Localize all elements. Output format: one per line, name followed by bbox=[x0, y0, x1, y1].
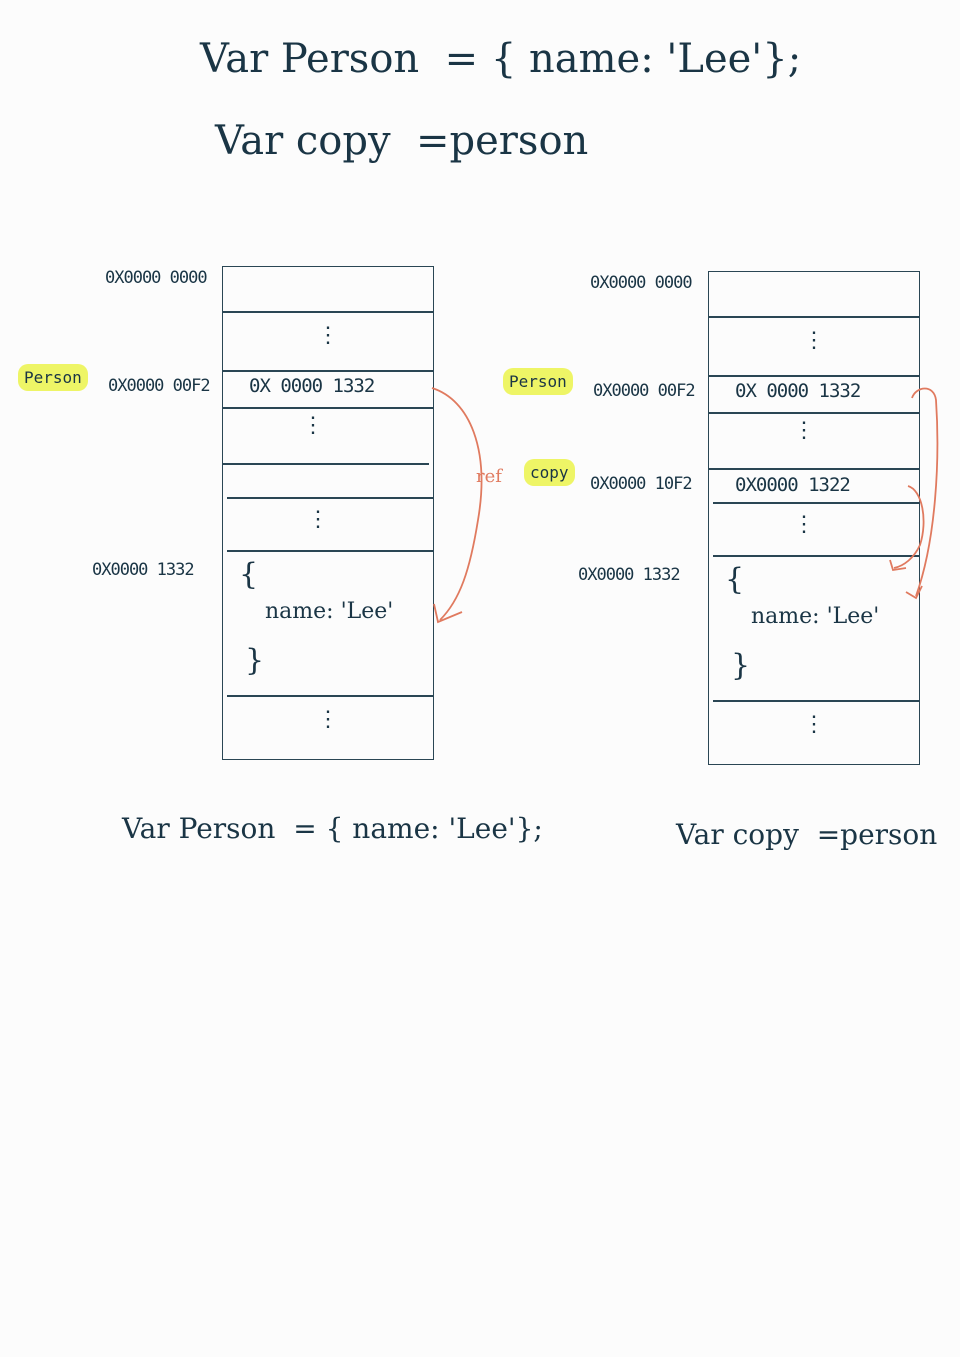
divider bbox=[713, 502, 919, 504]
left-label-person: Person bbox=[18, 364, 88, 391]
divider bbox=[223, 407, 433, 409]
object-open-brace: { bbox=[239, 557, 259, 592]
right-person-ref-arrow bbox=[911, 387, 939, 597]
right-caption: Var copy =person bbox=[676, 818, 938, 851]
right-label-copy: copy bbox=[524, 459, 575, 486]
right-label-person: Person bbox=[503, 368, 573, 395]
divider bbox=[709, 375, 919, 377]
divider bbox=[709, 412, 919, 414]
left-object-property: name: 'Lee' bbox=[265, 599, 394, 624]
left-addr-person: 0X0000 00F2 bbox=[108, 376, 211, 396]
divider bbox=[223, 311, 433, 313]
left-addr-start: 0X0000 0000 bbox=[105, 268, 208, 288]
right-memory-block: ⋮ 0X 0000 1332 ⋮ 0X0000 1322 ⋮ { name: '… bbox=[708, 271, 920, 765]
ellipsis: ⋮ bbox=[793, 418, 815, 443]
ellipsis: ⋮ bbox=[317, 323, 339, 348]
ellipsis: ⋮ bbox=[307, 507, 329, 532]
right-addr-obj: 0X0000 1332 bbox=[578, 565, 681, 585]
divider bbox=[227, 695, 433, 697]
right-object-property: name: 'Lee' bbox=[751, 604, 880, 629]
ellipsis: ⋮ bbox=[803, 328, 825, 353]
ref-label: ref bbox=[476, 466, 502, 487]
code-line-person: Var Person = { name: 'Lee'}; bbox=[200, 36, 802, 82]
object-open-brace: { bbox=[725, 562, 745, 597]
right-copy-ref-arrowhead bbox=[889, 559, 907, 572]
left-caption: Var Person = { name: 'Lee'}; bbox=[122, 812, 543, 845]
divider bbox=[227, 497, 433, 499]
code-line-copy: Var copy =person bbox=[215, 118, 589, 164]
divider bbox=[227, 550, 433, 552]
divider bbox=[713, 700, 919, 702]
left-ref-arrow bbox=[431, 387, 483, 621]
right-addr-person: 0X0000 00F2 bbox=[593, 381, 696, 401]
left-person-cell-value: 0X 0000 1332 bbox=[249, 375, 375, 397]
object-close-brace: } bbox=[731, 648, 751, 683]
right-copy-ref-arrow bbox=[893, 485, 925, 569]
ellipsis: ⋮ bbox=[793, 512, 815, 537]
ellipsis: ⋮ bbox=[302, 413, 324, 438]
ellipsis: ⋮ bbox=[317, 707, 339, 732]
divider bbox=[709, 316, 919, 318]
right-addr-start: 0X0000 0000 bbox=[590, 273, 693, 293]
object-close-brace: } bbox=[245, 643, 265, 678]
right-person-cell-value: 0X 0000 1332 bbox=[735, 380, 861, 402]
divider bbox=[713, 555, 919, 557]
right-person-ref-arrowhead bbox=[905, 585, 923, 600]
divider bbox=[223, 463, 429, 465]
divider bbox=[709, 468, 919, 470]
left-addr-obj: 0X0000 1332 bbox=[92, 560, 195, 580]
right-addr-copy: 0X0000 10F2 bbox=[590, 474, 693, 494]
left-ref-arrowhead bbox=[433, 603, 463, 624]
left-memory-block: ⋮ 0X 0000 1332 ⋮ ⋮ { name: 'Lee' } ⋮ bbox=[222, 266, 434, 760]
right-copy-cell-value: 0X0000 1322 bbox=[735, 474, 851, 496]
divider bbox=[223, 370, 433, 372]
ellipsis: ⋮ bbox=[803, 712, 825, 737]
